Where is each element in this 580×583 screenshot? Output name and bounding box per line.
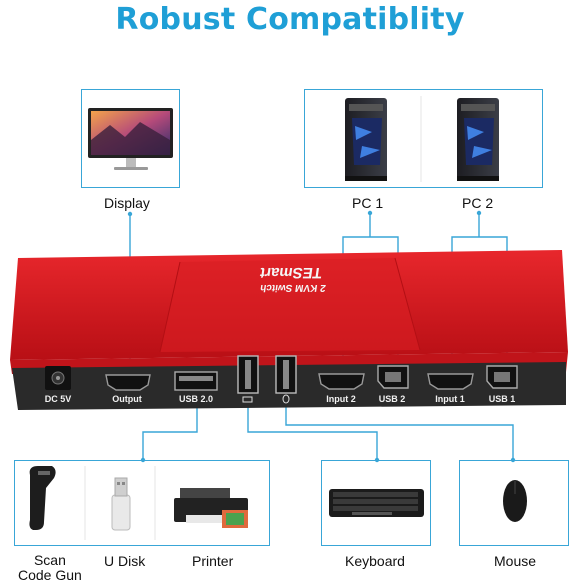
port-label-dc: DC 5V	[44, 394, 72, 404]
label-scan: Scan Code Gun	[18, 552, 82, 583]
port-label-output: Output	[112, 394, 142, 404]
u-disk-icon	[111, 477, 131, 531]
monitor-icon	[88, 108, 173, 170]
mouse-icon	[503, 480, 527, 522]
label-pc2: PC 2	[462, 195, 494, 211]
switch-brand: TESmart	[258, 264, 324, 281]
port-label-usb2: USB 2	[378, 394, 406, 404]
label-keyboard: Keyboard	[345, 553, 405, 569]
label-printer: Printer	[192, 553, 234, 569]
label-display: Display	[104, 195, 150, 211]
port-label-input1: Input 1	[435, 394, 465, 404]
label-pc1: PC 1	[352, 195, 384, 211]
keyboard-icon	[329, 489, 424, 517]
page-title: Robust Compatiblity	[115, 2, 465, 37]
switch-model: 2 KVM Switch	[259, 282, 327, 293]
port-label-usb20: USB 2.0	[178, 394, 213, 404]
printer-icon	[174, 488, 248, 528]
scan-gun-icon	[29, 466, 56, 530]
label-mouse: Mouse	[494, 553, 537, 569]
label-udisk: U Disk	[104, 553, 146, 569]
port-label-input2: Input 2	[326, 394, 356, 404]
pc-box	[304, 89, 543, 188]
port-label-usb1: USB 1	[488, 394, 516, 404]
pc2-tower-icon	[457, 98, 499, 181]
pc1-tower-icon	[345, 98, 387, 181]
kvm-switch	[10, 250, 568, 410]
